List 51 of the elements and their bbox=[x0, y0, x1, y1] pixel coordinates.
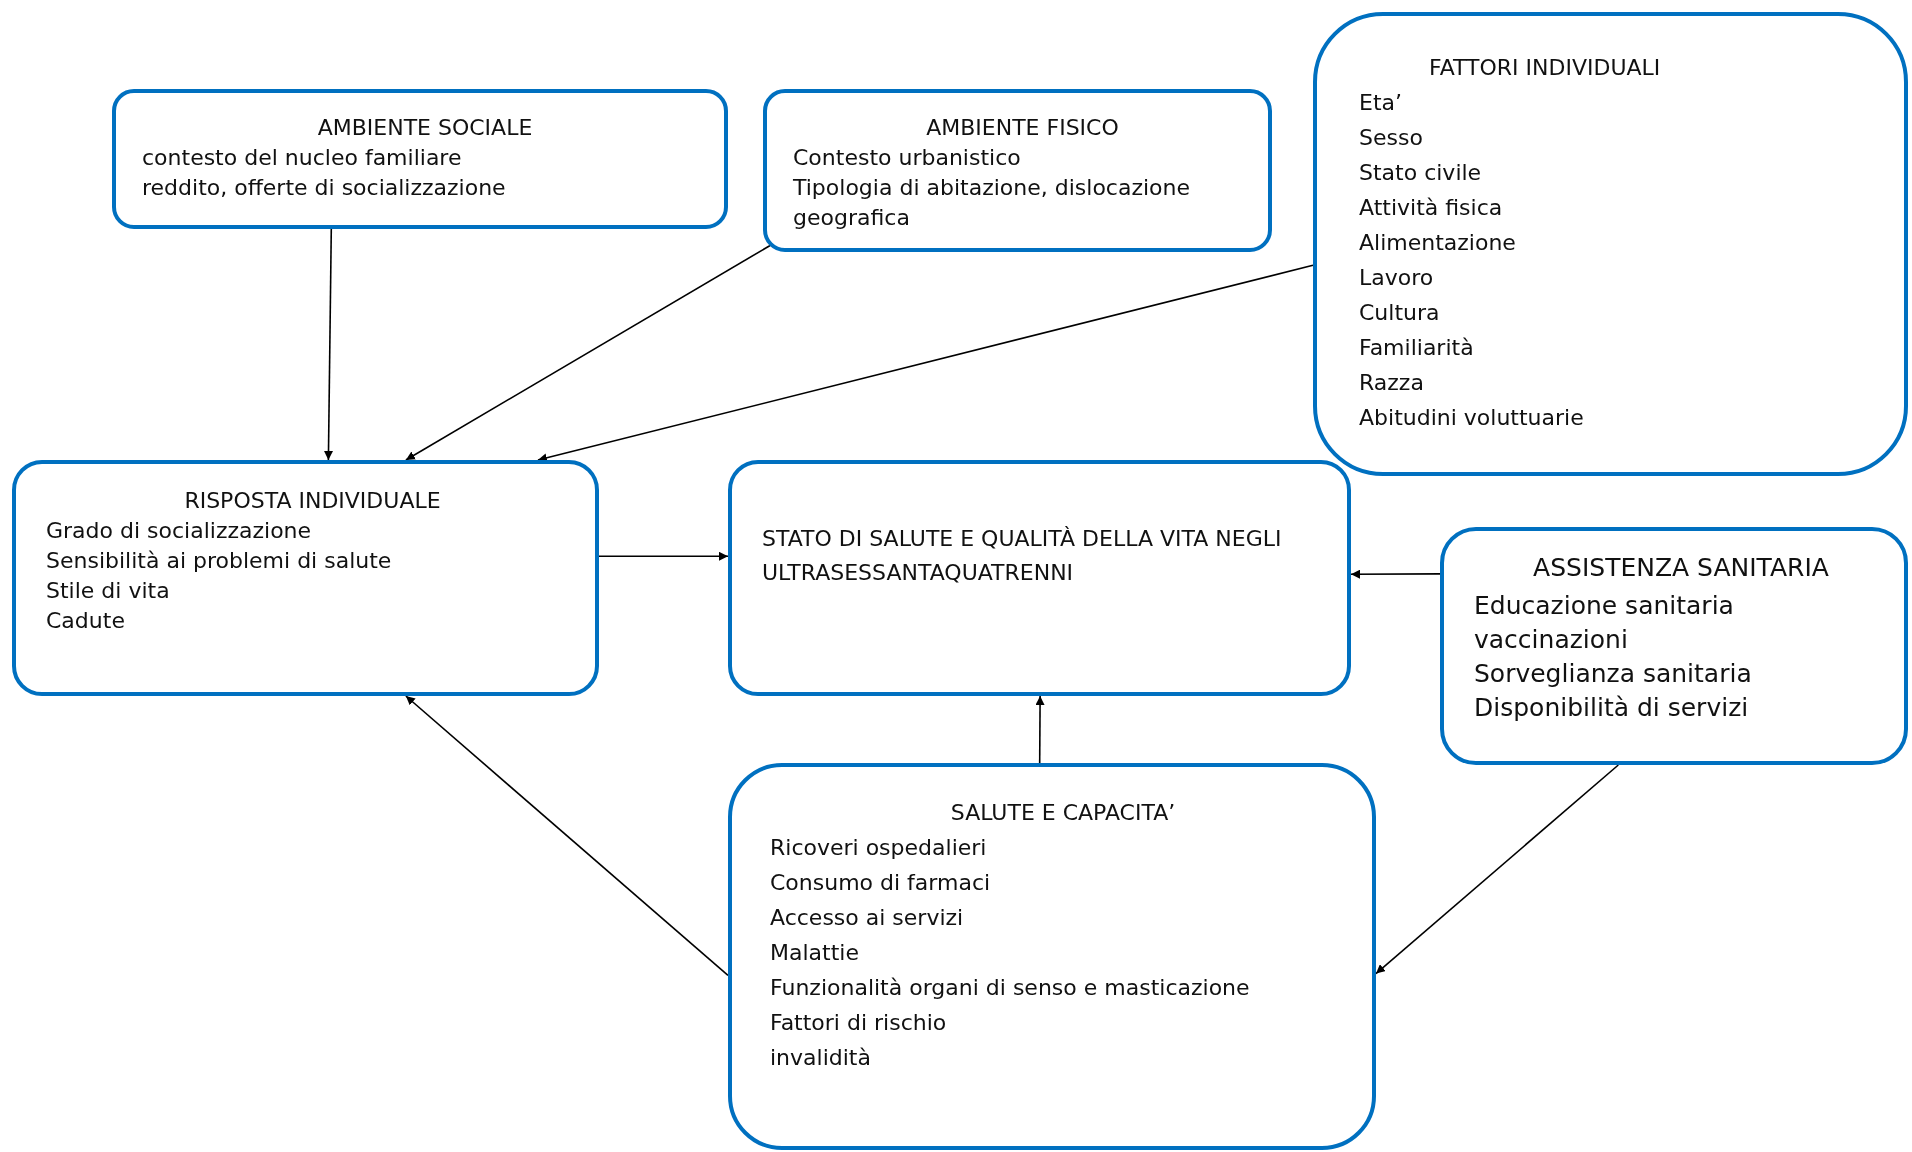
box-text: Cadute bbox=[46, 607, 126, 635]
box-heading: FATTORI INDIVIDUALI bbox=[1428, 54, 1662, 82]
box-text: Disponibilità di servizi bbox=[1474, 692, 1750, 724]
box-text: Abitudini voluttuarie bbox=[1359, 404, 1585, 432]
box-heading: RISPOSTA INDIVIDUALE bbox=[183, 487, 442, 515]
box-text: Razza bbox=[1359, 369, 1425, 397]
box-text: invalidità bbox=[770, 1044, 872, 1072]
box-text: Alimentazione bbox=[1359, 229, 1517, 257]
box-text: Stile di vita bbox=[46, 577, 171, 605]
rounded-box bbox=[728, 763, 1376, 1150]
arrow bbox=[324, 228, 333, 461]
box-text: reddito, offerte di socializzazione bbox=[142, 174, 507, 202]
box-text: Eta’ bbox=[1359, 89, 1403, 117]
box-text: Tipologia di abitazione, dislocazione geografica bbox=[793, 174, 1192, 232]
box-heading: AMBIENTE FISICO bbox=[925, 114, 1120, 142]
box-text: Grado di socializzazione bbox=[46, 517, 313, 545]
arrow bbox=[1350, 569, 1441, 579]
box-text: Attività fisica bbox=[1359, 194, 1504, 222]
arrow bbox=[405, 244, 771, 461]
box-text: Consumo di farmaci bbox=[770, 869, 992, 897]
arrow bbox=[405, 695, 729, 977]
arrow bbox=[537, 264, 1314, 463]
box-text: Cultura bbox=[1359, 299, 1441, 327]
rounded-box bbox=[112, 89, 728, 229]
rounded-box bbox=[763, 89, 1272, 252]
rounded-box bbox=[728, 460, 1351, 696]
box-text: Lavoro bbox=[1359, 264, 1435, 292]
rounded-box bbox=[1313, 12, 1908, 476]
box-text: Malattie bbox=[770, 939, 860, 967]
arrow bbox=[598, 551, 729, 561]
box-text: contesto del nucleo familiare bbox=[142, 144, 463, 172]
rounded-box bbox=[1440, 527, 1908, 765]
box-text: Contesto urbanistico bbox=[793, 144, 1022, 172]
box-text: Sorveglianza sanitaria bbox=[1474, 658, 1753, 690]
box-text: Stato civile bbox=[1359, 159, 1483, 187]
box-heading: AMBIENTE SOCIALE bbox=[316, 114, 534, 142]
box-text: STATO DI SALUTE E QUALITÀ DELLA VITA NEGLI ULTRASESSANTAQUATRENNI bbox=[762, 525, 1283, 587]
rounded-box bbox=[12, 460, 599, 696]
box-text: Sensibilità ai problemi di salute bbox=[46, 547, 393, 575]
box-heading: ASSISTENZA SANITARIA bbox=[1532, 552, 1830, 584]
box-text: Accesso ai servizi bbox=[770, 904, 965, 932]
box-text: Funzionalità organi di senso e masticazione bbox=[770, 974, 1251, 1002]
box-text: Ricoveri ospedalieri bbox=[770, 834, 988, 862]
box-text: Educazione sanitaria bbox=[1474, 590, 1735, 622]
box-text: Fattori di rischio bbox=[770, 1009, 948, 1037]
arrow bbox=[1035, 695, 1045, 764]
box-text: vaccinazioni bbox=[1474, 624, 1629, 656]
box-text: Sesso bbox=[1359, 124, 1424, 152]
box-heading: SALUTE E CAPACITA’ bbox=[949, 799, 1177, 827]
box-text: Familiarità bbox=[1359, 334, 1475, 362]
arrow bbox=[1375, 764, 1620, 975]
